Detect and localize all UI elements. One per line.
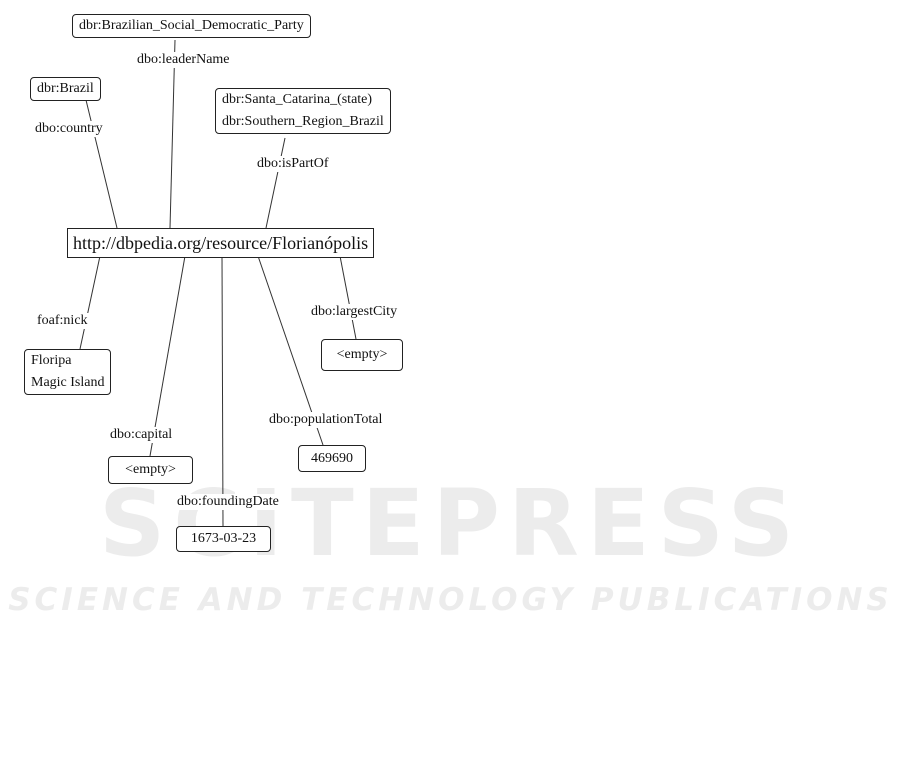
edge-label-founding-date: dbo:foundingDate [176,494,280,510]
node-capital: <empty> [108,456,193,484]
edge-line-founding-date [221,255,224,527]
node-center-label: http://dbpedia.org/resource/Florianópoli… [73,233,369,253]
node-largest-city-value: <empty> [336,347,388,362]
edge-line-largest-city [339,255,357,340]
node-party: dbr:Brazilian_Social_Democratic_Party [72,14,311,38]
node-nick: Floripa Magic Island [24,349,112,395]
node-population: 469690 [298,445,366,472]
node-brazil: dbr:Brazil [30,77,101,101]
node-party-line: dbr:Brazilian_Social_Democratic_Party [79,18,304,33]
edge-label-leader-name: dbo:leaderName [136,52,231,68]
node-founding-value: 1673-03-23 [190,531,257,546]
edge-line-country [85,99,118,229]
node-population-value: 469690 [311,451,353,466]
edge-label-largest-city: dbo:largestCity [310,304,399,320]
node-nick-line-2: Magic Island [31,375,105,390]
edge-label-population-total: dbo:populationTotal [268,412,384,428]
node-founding: 1673-03-23 [176,526,271,552]
node-largest-city: <empty> [321,339,403,371]
node-center: http://dbpedia.org/resource/Florianópoli… [67,228,375,258]
edge-label-is-part-of: dbo:isPartOf [256,156,330,172]
edge-label-country: dbo:country [34,121,104,137]
edge-line-is-part-of [265,137,286,229]
edge-line-leader-name [169,39,176,229]
edge-line-capital [149,255,186,457]
edge-label-nick: foaf:nick [36,313,89,329]
node-capital-value: <empty> [125,462,176,477]
node-nick-line-1: Floripa [31,353,72,368]
node-brazil-line: dbr:Brazil [37,81,94,96]
node-region: dbr:Santa_Catarina_(state) dbr:Southern_… [215,88,391,134]
node-region-line-2: dbr:Southern_Region_Brazil [222,114,384,129]
edge-label-capital: dbo:capital [109,427,174,443]
edge-line-nick [79,255,101,350]
node-region-line-1: dbr:Santa_Catarina_(state) [222,92,373,107]
